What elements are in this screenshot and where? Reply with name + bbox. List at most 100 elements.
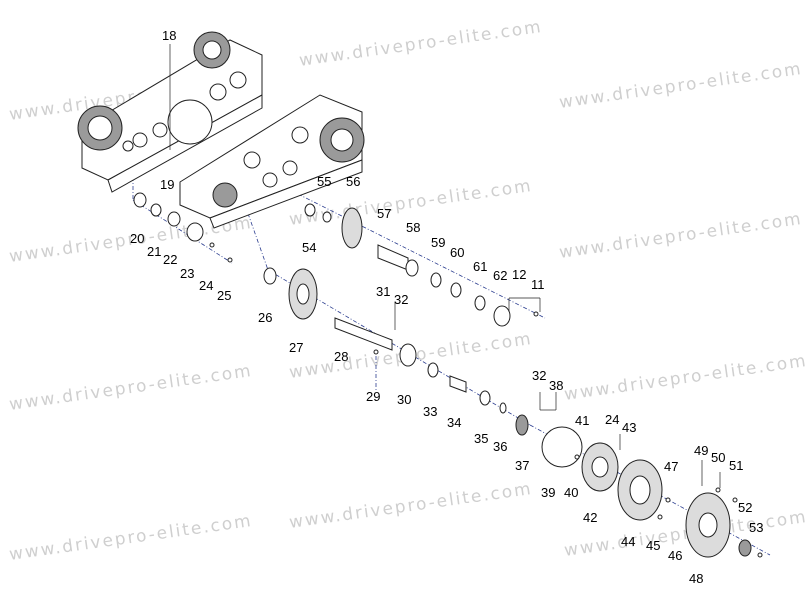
- callout-19: 19: [160, 177, 174, 192]
- callout-18: 18: [162, 28, 176, 43]
- callout-54: 54: [302, 240, 316, 255]
- callout-51: 51: [729, 458, 743, 473]
- bushing: [449, 375, 467, 393]
- callout-32: 32: [532, 368, 546, 383]
- spacer: [322, 211, 332, 223]
- drive-shaft: [334, 317, 393, 351]
- watermark-text: www.drivepro-elite.com: [563, 507, 809, 561]
- hub-center: [87, 115, 113, 141]
- callout-30: 30: [397, 392, 411, 407]
- pinion-assembly: [304, 203, 539, 327]
- seal-stack-left: [133, 192, 233, 263]
- o-ring-large: [541, 426, 583, 468]
- inspection-port: [209, 83, 227, 101]
- cover-plate: [186, 222, 204, 242]
- callout-24: 24: [605, 412, 619, 427]
- bolt: [715, 487, 721, 493]
- main-gear-assembly: [263, 267, 393, 355]
- plug: [757, 552, 763, 558]
- inspection-port: [262, 172, 278, 188]
- wheel-hub-assembly: [541, 426, 763, 558]
- callout-44: 44: [621, 534, 635, 549]
- callout-20: 20: [130, 231, 144, 246]
- callout-33: 33: [423, 404, 437, 419]
- pin: [373, 349, 379, 355]
- watermark-layer: www.drivepro-elite.com www.drivepro-elit…: [8, 17, 809, 565]
- inspection-port: [291, 126, 309, 144]
- bearing: [263, 267, 277, 285]
- pinion-shaft: [377, 244, 409, 271]
- callout-49: 49: [694, 443, 708, 458]
- hub-center: [698, 512, 718, 538]
- bolt: [657, 514, 663, 520]
- callout-38: 38: [549, 378, 563, 393]
- callout-48: 48: [689, 571, 703, 586]
- bearing: [405, 259, 419, 277]
- watermark-text: www.drivepro-elite.com: [558, 209, 804, 263]
- callout-40: 40: [564, 485, 578, 500]
- watermark-text: www.drivepro-elite.com: [558, 59, 804, 113]
- callout-53: 53: [749, 520, 763, 535]
- seal-ring: [167, 211, 181, 227]
- inspection-port: [282, 160, 298, 176]
- inspection-port: [229, 71, 247, 89]
- hub-center: [330, 128, 354, 152]
- callout-37: 37: [515, 458, 529, 473]
- inspection-port: [243, 151, 261, 169]
- callout-42: 42: [583, 510, 597, 525]
- center-bearing-stack: [399, 343, 529, 436]
- bolt: [533, 311, 539, 317]
- callout-52: 52: [738, 500, 752, 515]
- callout-60: 60: [450, 245, 464, 260]
- gear-bore: [296, 283, 310, 305]
- callout-41: 41: [575, 413, 589, 428]
- callout-25: 25: [217, 288, 231, 303]
- spacer-ring: [430, 272, 442, 288]
- callout-45: 45: [646, 538, 660, 553]
- callout-21: 21: [147, 244, 161, 259]
- thrust-washer: [399, 343, 417, 367]
- callout-57: 57: [377, 206, 391, 221]
- bearing-race: [427, 362, 439, 378]
- drum-center: [629, 475, 651, 505]
- callout-12: 12: [512, 267, 526, 282]
- callout-27: 27: [289, 340, 303, 355]
- bolt: [665, 497, 671, 503]
- inspection-port: [152, 122, 168, 138]
- callout-39: 39: [541, 485, 555, 500]
- watermark-text: www.drivepro-elite.com: [298, 17, 544, 71]
- bearing-cone: [515, 414, 529, 436]
- end-cap: [738, 539, 752, 557]
- callout-61: 61: [473, 259, 487, 274]
- callout-24: 24: [199, 278, 213, 293]
- axle-housing-right: [179, 94, 365, 229]
- callout-62: 62: [493, 268, 507, 283]
- bolt: [574, 454, 580, 460]
- callout-46: 46: [668, 548, 682, 563]
- bolt: [209, 242, 215, 248]
- end-cap: [493, 305, 511, 327]
- callout-labels: 18 19 20 21 22 23 24 25 26 27 28 29 30 3…: [130, 28, 763, 586]
- callout-28: 28: [334, 349, 348, 364]
- washer: [150, 203, 162, 217]
- hub-center: [202, 40, 222, 60]
- callout-26: 26: [258, 310, 272, 325]
- spacer-ring: [450, 282, 462, 298]
- watermark-text: www.drivepro-elite.com: [8, 361, 254, 415]
- callout-55: 55: [317, 174, 331, 189]
- inspection-port: [122, 140, 134, 152]
- shim: [474, 295, 486, 311]
- callout-56: 56: [346, 174, 360, 189]
- callout-29: 29: [366, 389, 380, 404]
- bolt: [227, 257, 233, 263]
- center-line: [132, 199, 233, 264]
- callout-32: 32: [394, 292, 408, 307]
- callout-35: 35: [474, 431, 488, 446]
- callout-50: 50: [711, 450, 725, 465]
- callout-11: 11: [531, 277, 545, 292]
- callout-31: 31: [376, 284, 390, 299]
- leader-lines: [169, 44, 721, 488]
- axle-housing-left: [77, 31, 263, 193]
